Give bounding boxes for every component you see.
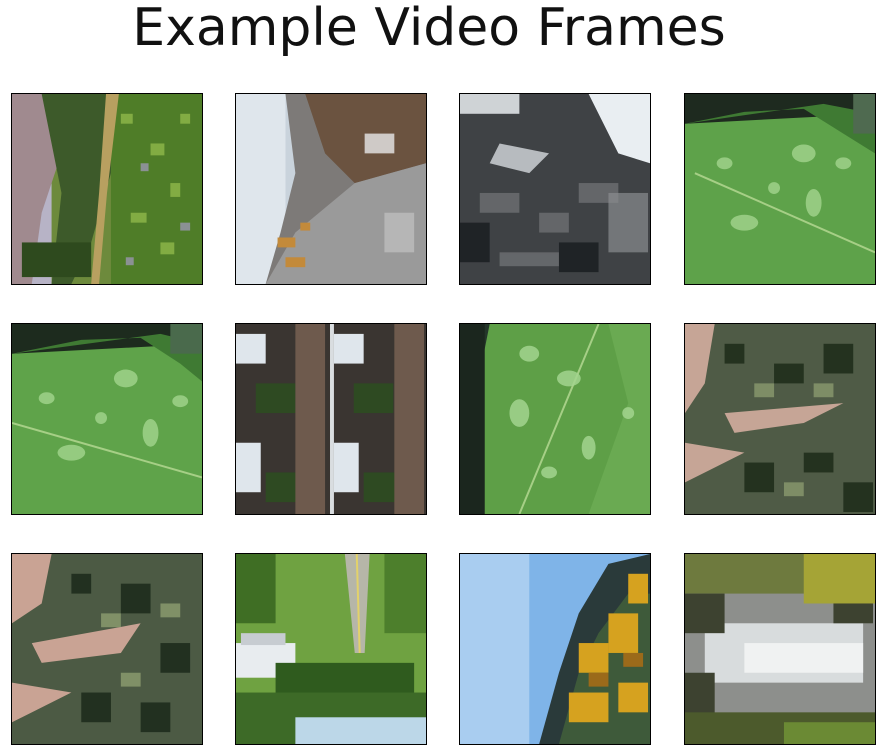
frame-autumn-hillside-sky bbox=[459, 553, 651, 745]
frame-forest-hillside-sky bbox=[459, 93, 651, 285]
frame-leaf-waterdrops-2 bbox=[11, 323, 203, 515]
frame-leaf-waterdrops-1 bbox=[684, 93, 876, 285]
frame-road-house-field bbox=[235, 553, 427, 745]
frame-aerial-conifers-2 bbox=[11, 553, 203, 745]
frame-leaf-waterdrops-3 bbox=[459, 323, 651, 515]
frame-aerial-conifers-1 bbox=[684, 323, 876, 515]
frame-rocky-slope-sky bbox=[235, 93, 427, 285]
frame-misty-forest bbox=[684, 553, 876, 745]
frame-mountain-meadow bbox=[11, 93, 203, 285]
frame-mirrored-forest-path bbox=[235, 323, 427, 515]
figure-title: Example Video Frames bbox=[132, 0, 726, 58]
